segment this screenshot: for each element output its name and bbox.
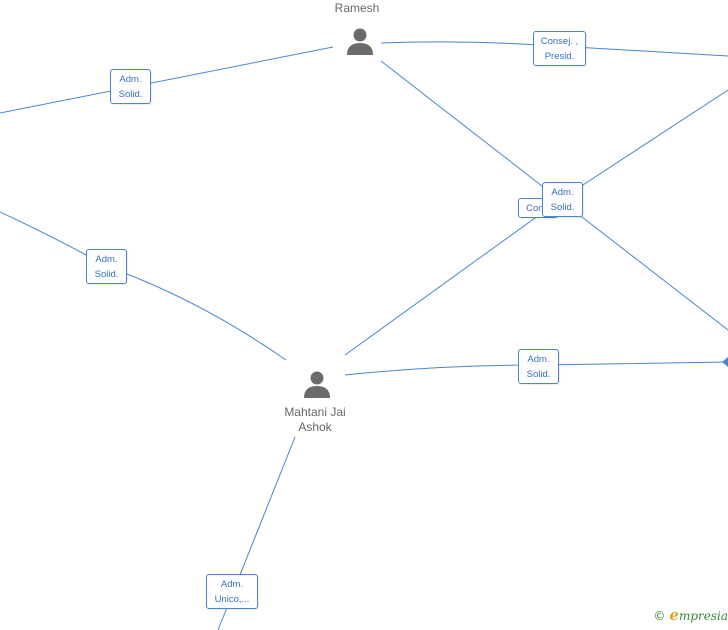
edge-label-ramesh-right[interactable]: Consej. , Presid.: [533, 31, 586, 66]
edge-label-line: Solid.: [94, 269, 119, 280]
edge-line: [0, 211, 287, 361]
brand-name: mpresia: [678, 609, 728, 623]
edge-label-line: Adm.: [119, 74, 142, 85]
empresia-logo: ©empresia: [653, 606, 728, 624]
edge-line: [380, 41, 728, 57]
edge-label-line: Presid.: [544, 51, 575, 62]
edge-label-mahtani-bottom[interactable]: Adm. Unico,...: [206, 574, 258, 609]
edge-label-mahtani-right[interactable]: Adm. Solid.: [518, 349, 559, 384]
edge-line: [0, 46, 334, 114]
edge-label-line: Adm.: [551, 187, 574, 198]
edge-label-line: Solid.: [526, 369, 551, 380]
node-label-line: Ashok: [298, 420, 332, 434]
node-label-mahtani: Mahtani Jai Ashok: [270, 405, 360, 435]
brand-initial: e: [669, 606, 679, 624]
edge-label-line: Adm.: [95, 254, 118, 265]
edge-label-line: Adm.: [527, 354, 550, 365]
person-icon[interactable]: [302, 369, 332, 399]
edge-label-line: Adm.: [220, 579, 244, 590]
arrow-head: [722, 357, 728, 367]
edge-label-line: Consej. ,: [540, 36, 579, 47]
edge-label-line: Con: [526, 203, 544, 214]
edge-label-ramesh-left[interactable]: Adm. Solid.: [110, 69, 151, 104]
edge-label-line: Solid.: [118, 89, 143, 100]
copyright-symbol: ©: [653, 609, 666, 623]
edge-label-left-middle[interactable]: Adm. Solid.: [86, 249, 127, 284]
node-label-line: Mahtani Jai: [284, 405, 346, 419]
edge-label-line: Unico,...: [214, 594, 250, 605]
person-icon[interactable]: [345, 26, 375, 56]
edge-label-center-front[interactable]: Adm. Solid.: [542, 182, 583, 217]
node-label-ramesh: Ramesh: [334, 1, 380, 15]
edge-line: [344, 89, 728, 356]
edge-label-line: Solid.: [550, 202, 575, 213]
